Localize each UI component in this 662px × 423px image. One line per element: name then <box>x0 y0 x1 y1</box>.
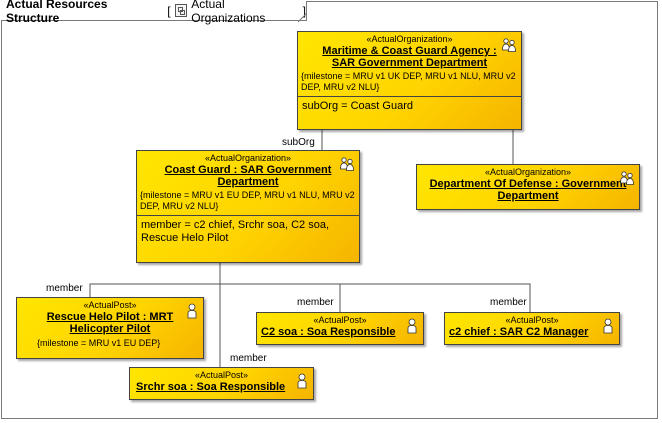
stereotype-label: «ActualPost» <box>83 300 137 310</box>
node-name: Srchr soa : Soa Responsible <box>136 381 286 393</box>
compartment-divider <box>298 96 521 97</box>
member-connector-rescue-pilot <box>89 283 220 297</box>
compartment-divider <box>137 215 359 216</box>
stereotype-label: «ActualPost» <box>505 315 559 325</box>
stereotype-label: «ActualPost» <box>313 315 367 325</box>
node-name: Rescue Helo Pilot : MRT Helicopter Pilot <box>46 311 174 335</box>
stereotype-label: «ActualOrganization» <box>204 153 292 163</box>
node-coast-guard[interactable]: «ActualOrganization» Coast Guard : SAR G… <box>136 150 360 263</box>
slot-value: subOrg = Coast Guard <box>302 100 413 112</box>
diagram-title: Actual Resources Structure <box>6 0 108 25</box>
role-label-member-c2chief: member <box>490 297 527 308</box>
node-rescue-helo-pilot[interactable]: «ActualPost» Rescue Helo Pilot : MRT Hel… <box>16 297 204 359</box>
node-name: Maritime & Coast Guard Agency : SAR Gove… <box>322 45 497 69</box>
node-name: Department Of Defense : Government Depar… <box>429 178 627 202</box>
tab-corner-decoration <box>298 13 308 23</box>
role-label-member-srchr: member <box>230 353 267 364</box>
tagged-values: {milestone = MRU v1 EU DEP} <box>37 338 161 348</box>
person-icon <box>297 373 307 389</box>
node-department-of-defense[interactable]: «ActualOrganization» Department Of Defen… <box>416 164 640 210</box>
diagram-type-name: Actual Organizations <box>191 0 266 25</box>
node-name: C2 soa : Soa Responsible <box>261 326 396 338</box>
slot-value: member = c2 chief, Srchr soa, C2 soa, Re… <box>141 219 329 244</box>
person-icon <box>603 318 613 334</box>
role-label-suborg: subOrg <box>282 137 315 148</box>
node-maritime-coast-guard-agency[interactable]: «ActualOrganization» Maritime & Coast Gu… <box>297 31 522 130</box>
node-name: c2 chief : SAR C2 Manager <box>449 326 589 338</box>
person-icon <box>407 318 417 334</box>
actual-organizations-diagram-icon <box>174 4 188 17</box>
node-srchr-soa[interactable]: «ActualPost» Srchr soa : Soa Responsible <box>129 367 314 400</box>
stereotype-label: «ActualOrganization» <box>366 34 453 44</box>
tagged-values: {milestone = MRU v1 UK DEP, MRU v1 NLU, … <box>301 71 516 92</box>
node-name: Coast Guard : SAR Government Department <box>164 164 332 188</box>
node-c2-chief[interactable]: «ActualPost» c2 chief : SAR C2 Manager <box>444 312 620 345</box>
diagram-header-tab[interactable]: Actual Resources Structure [ Actual Orga… <box>1 0 307 25</box>
member-connector-c2-chief <box>340 283 531 313</box>
role-label-member-rescue: member <box>46 283 83 294</box>
organization-icon <box>620 171 634 185</box>
role-label-member-c2soa: member <box>297 297 334 308</box>
bracket-close: ] <box>302 3 306 18</box>
stereotype-label: «ActualPost» <box>194 370 249 380</box>
person-icon <box>187 303 197 319</box>
stereotype-label: «ActualOrganization» <box>484 167 572 177</box>
organization-icon <box>340 157 354 171</box>
tagged-values: {milestone = MRU v1 EU DEP, MRU v1 NLU, … <box>140 190 355 211</box>
bracket-open: [ <box>167 3 171 18</box>
node-c2-soa[interactable]: «ActualPost» C2 soa : Soa Responsible <box>256 312 424 345</box>
organization-icon <box>502 38 516 52</box>
